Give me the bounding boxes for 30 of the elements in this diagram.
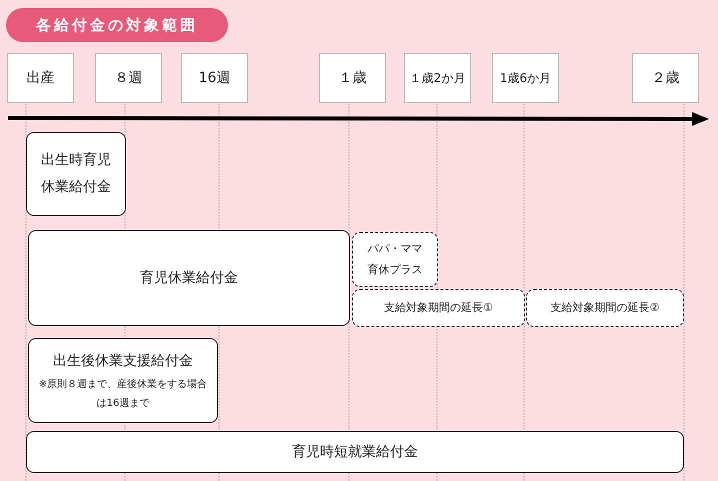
benefit-name: 出生後休業支援給付金 bbox=[53, 352, 193, 372]
milestone-label: ２歳 bbox=[652, 68, 680, 88]
milestone-label: １歳2か月 bbox=[410, 70, 466, 87]
benefit-period-bar bbox=[26, 132, 126, 216]
benefit-name: 支給対象期間の延長① bbox=[384, 300, 493, 316]
extension-period-bar bbox=[352, 232, 438, 287]
title-banner: 各給付金の対象範囲 bbox=[6, 8, 228, 42]
benefit-period-bar bbox=[28, 230, 350, 326]
milestone-box bbox=[181, 53, 248, 103]
milestone-label: ８週 bbox=[114, 68, 142, 88]
benefit-name: 育児休業給付金 bbox=[140, 268, 238, 288]
benefit-period-bar bbox=[28, 338, 218, 423]
milestone-box bbox=[404, 53, 471, 103]
milestone-label: 出産 bbox=[26, 68, 54, 88]
benefit-name: 支給対象期間の延長② bbox=[550, 300, 660, 316]
milestone-label: １歳 bbox=[338, 68, 366, 88]
milestone-box bbox=[492, 53, 559, 103]
benefit-name: 育児時短就業給付金 bbox=[292, 442, 418, 462]
milestone-box bbox=[632, 53, 699, 103]
milestone-label: 1歳6か月 bbox=[500, 70, 552, 87]
extension-period-bar bbox=[352, 289, 525, 327]
note-text: ※原則８週まで、産後休業をする場合は16週まで bbox=[38, 378, 208, 411]
extension-period-bar bbox=[526, 289, 684, 327]
milestone-label: 16週 bbox=[198, 68, 230, 88]
milestone-box bbox=[7, 53, 74, 103]
benefit-name: 出生時育児休業給付金 bbox=[41, 151, 111, 197]
milestone-box bbox=[319, 53, 386, 103]
milestone-box bbox=[95, 53, 162, 103]
benefit-name: パパ・ママ育休プラス bbox=[368, 240, 422, 278]
benefit-period-bar bbox=[26, 431, 684, 473]
